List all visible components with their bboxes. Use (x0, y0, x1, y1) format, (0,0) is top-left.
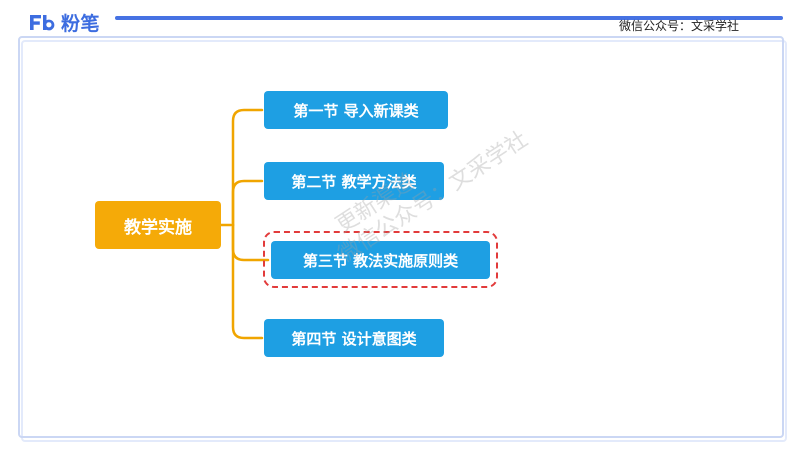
logo-text: 粉笔 (61, 12, 101, 35)
fenbi-logo: 粉笔 (28, 9, 100, 35)
highlight-dashed-box (263, 231, 498, 288)
node-section-4: 第四节 设计意图类 (264, 319, 444, 357)
header-rule (115, 16, 783, 20)
connector-4 (231, 223, 264, 340)
node-section-1: 第一节 导入新课类 (264, 91, 448, 129)
node-section-2: 第二节 教学方法类 (264, 162, 444, 200)
node-section-3: 第三节 教法实施原则类 (271, 241, 490, 279)
connector-2 (231, 179, 264, 227)
connector-1 (231, 108, 264, 227)
slide-frame-shadow (21, 40, 787, 442)
root-node-teaching-implementation: 教学实施 (95, 201, 221, 249)
slide-frame (18, 36, 784, 438)
wechat-account-label: 微信公众号：文采学社 (619, 19, 740, 33)
fb-logo-icon (28, 13, 58, 31)
